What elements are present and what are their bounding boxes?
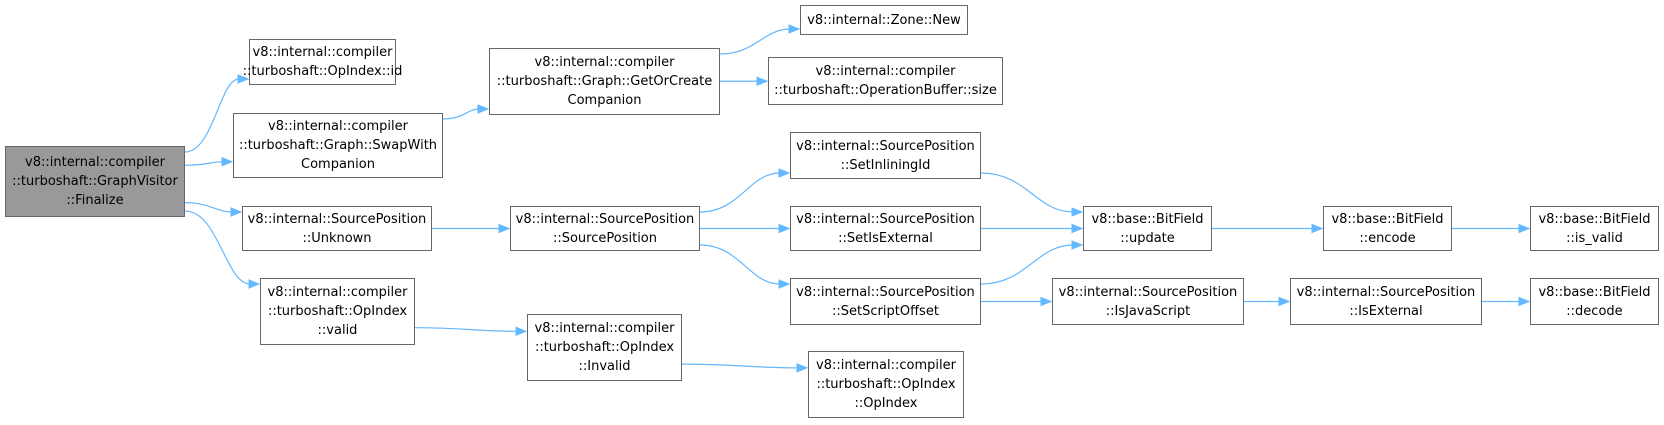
node-swapwith[interactable]: v8::internal::compiler ::turboshaft::Gra… — [233, 113, 443, 178]
edge-sp-setscript-to-sp-isjs — [981, 296, 1053, 307]
node-opindex-valid[interactable]: v8::internal::compiler ::turboshaft::OpI… — [260, 278, 415, 345]
node-bitfield-update[interactable]: v8::base::BitField ::update — [1083, 206, 1212, 251]
node-zone-new[interactable]: v8::internal::Zone::New — [800, 5, 968, 35]
edge-sp-unknown-to-sp-ctor — [431, 223, 511, 234]
node-label: v8::internal::compiler ::turboshaft::Gra… — [12, 155, 178, 208]
edge-finalize-to-opindex-id — [184, 74, 250, 153]
node-label: v8::base::BitField ::update — [1091, 211, 1204, 246]
node-bitfield-decode[interactable]: v8::base::BitField ::decode — [1530, 278, 1659, 325]
node-sp-unknown[interactable]: v8::internal::SourcePosition ::Unknown — [242, 206, 432, 251]
node-bitfield-isvalid[interactable]: v8::base::BitField ::is_valid — [1530, 206, 1659, 251]
node-finalize: v8::internal::compiler ::turboshaft::Gra… — [5, 146, 185, 217]
node-opindex-invalid[interactable]: v8::internal::compiler ::turboshaft::OpI… — [527, 314, 682, 381]
node-label: v8::internal::Zone::New — [807, 12, 961, 28]
edge-sp-setinlining-to-bitfield-update — [980, 172, 1084, 217]
node-label: v8::internal::SourcePosition ::IsExterna… — [1296, 284, 1476, 319]
edge-sp-ctor-to-sp-setinlining — [699, 168, 791, 213]
edge-opindex-valid-to-opindex-invalid — [414, 326, 528, 337]
edge-finalize-to-sp-unknown — [184, 202, 243, 217]
node-sp-isexternal[interactable]: v8::internal::SourcePosition ::IsExterna… — [1290, 278, 1482, 325]
node-label: v8::internal::compiler ::turboshaft::OpI… — [267, 285, 408, 338]
node-label: v8::internal::compiler ::turboshaft::Ope… — [774, 64, 997, 98]
node-label: v8::internal::SourcePosition ::SourcePos… — [515, 211, 695, 246]
edge-opindex-invalid-to-opindex-ctor — [681, 363, 809, 373]
edge-sp-ctor-to-sp-setisexternal — [699, 223, 791, 234]
edge-sp-setisexternal-to-bitfield-update — [980, 223, 1084, 234]
edge-finalize-to-opindex-valid — [184, 210, 261, 289]
edge-bitfield-encode-to-bitfield-isvalid — [1451, 223, 1531, 234]
node-label: v8::internal::SourcePosition ::SetScript… — [796, 284, 975, 319]
node-label: v8::base::BitField ::is_valid — [1538, 211, 1651, 246]
edge-getorcreate-to-opbuffer-size — [719, 76, 769, 86]
node-bitfield-encode[interactable]: v8::base::BitField ::encode — [1323, 206, 1452, 251]
node-label: v8::internal::compiler ::turboshaft::OpI… — [534, 321, 675, 374]
node-sp-setinlining[interactable]: v8::internal::SourcePosition ::SetInlini… — [790, 132, 981, 179]
edge-sp-isjs-to-sp-isexternal — [1244, 296, 1291, 307]
node-label: v8::internal::SourcePosition ::SetIsExte… — [796, 211, 975, 246]
node-sp-setisexternal[interactable]: v8::internal::SourcePosition ::SetIsExte… — [790, 206, 981, 251]
node-label: v8::base::BitField ::decode — [1538, 284, 1651, 319]
node-opbuffer-size[interactable]: v8::internal::compiler ::turboshaft::Ope… — [768, 57, 1003, 105]
node-label: v8::internal::compiler ::turboshaft::OpI… — [242, 45, 403, 79]
node-getorcreate[interactable]: v8::internal::compiler ::turboshaft::Gra… — [489, 48, 720, 115]
edge-getorcreate-to-zone-new — [719, 24, 801, 55]
node-label: v8::internal::SourcePosition ::Unknown — [247, 211, 427, 246]
node-opindex-id[interactable]: v8::internal::compiler ::turboshaft::OpI… — [243, 39, 402, 85]
node-label: v8::internal::compiler ::turboshaft::Gra… — [238, 119, 438, 172]
node-sp-setscript[interactable]: v8::internal::SourcePosition ::SetScript… — [790, 278, 981, 325]
edge-sp-ctor-to-sp-setscript — [699, 244, 791, 289]
node-label: v8::internal::SourcePosition ::SetInlini… — [796, 138, 975, 173]
edge-swapwith-to-getorcreate — [442, 104, 490, 120]
node-opindex-ctor[interactable]: v8::internal::compiler ::turboshaft::OpI… — [808, 351, 964, 418]
edge-sp-isexternal-to-bitfield-decode — [1482, 296, 1531, 307]
node-label: v8::internal::compiler ::turboshaft::OpI… — [816, 358, 956, 411]
node-sp-ctor[interactable]: v8::internal::SourcePosition ::SourcePos… — [510, 206, 700, 251]
node-sp-isjs[interactable]: v8::internal::SourcePosition ::IsJavaScr… — [1052, 278, 1244, 325]
node-label: v8::base::BitField ::encode — [1331, 211, 1444, 246]
node-label: v8::internal::SourcePosition ::IsJavaScr… — [1058, 284, 1238, 319]
edge-bitfield-update-to-bitfield-encode — [1211, 223, 1324, 234]
node-label: v8::internal::compiler ::turboshaft::Gra… — [496, 55, 713, 108]
edge-finalize-to-swapwith — [184, 156, 234, 167]
edge-sp-setscript-to-bitfield-update — [980, 240, 1084, 285]
